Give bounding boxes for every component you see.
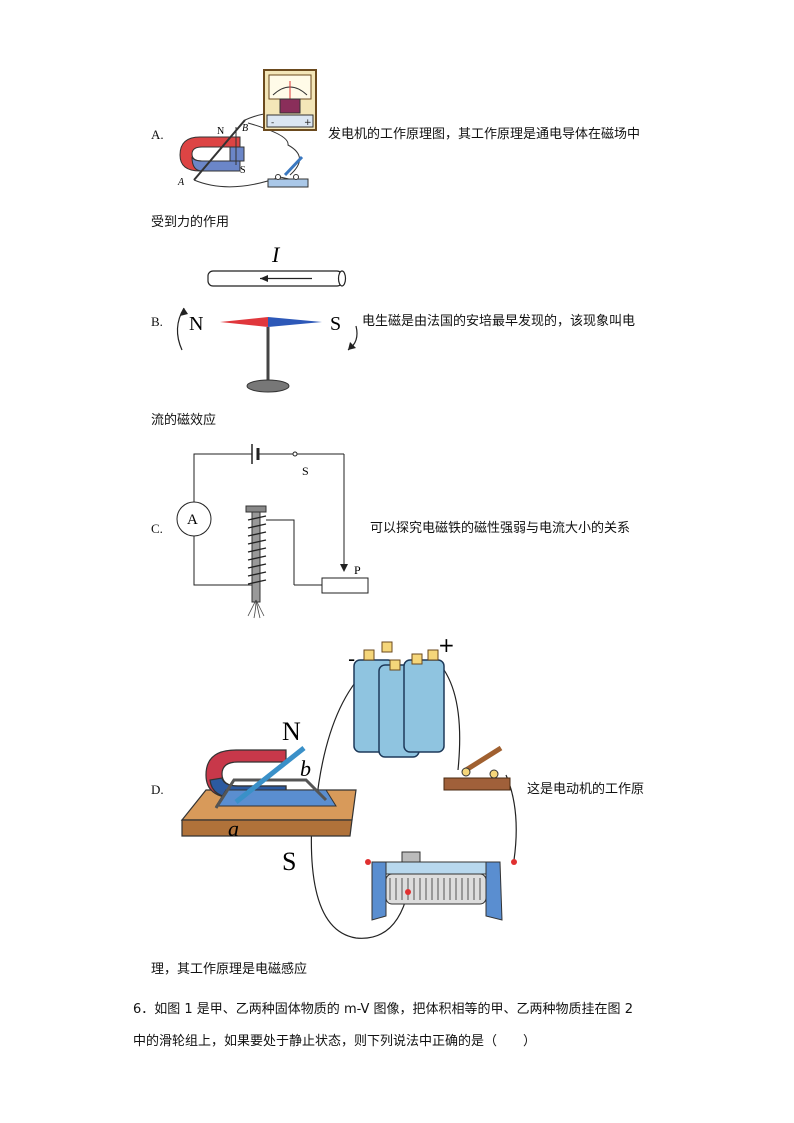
option-d-text-line1: 这是电动机的工作原 bbox=[527, 782, 645, 797]
svg-text:+: + bbox=[304, 118, 312, 128]
label-b-n: N bbox=[189, 313, 203, 335]
label-a-b: B bbox=[242, 123, 248, 134]
option-b-text-line2: 流的磁效应 bbox=[151, 413, 217, 428]
label-d-s: S bbox=[282, 847, 296, 876]
label-b-current: I bbox=[271, 242, 281, 267]
option-a-letter: A. bbox=[151, 127, 164, 142]
option-b-letter: B. bbox=[151, 314, 163, 329]
option-a-text-line1: 发电机的工作原理图，其工作原理是通电导体在磁场中 bbox=[328, 127, 641, 142]
label-d-b: b bbox=[300, 756, 311, 781]
option-b-text-line1: 电生磁是由法国的安培最早发现的，该现象叫电 bbox=[362, 314, 636, 329]
option-d-figure: - + N S b a bbox=[180, 633, 517, 939]
label-c-s: S bbox=[302, 464, 309, 478]
label-b-s: S bbox=[330, 313, 341, 335]
option-a-text-line2: 受到力的作用 bbox=[151, 215, 230, 230]
option-c-figure: S A P bbox=[176, 444, 369, 619]
label-a-a: A bbox=[177, 177, 185, 188]
option-b-figure: I N S bbox=[176, 242, 358, 393]
option-c-letter: C. bbox=[151, 521, 163, 536]
question-6-line2: 中的滑轮组上，如果要处于静止状态，则下列说法中正确的是（ ） bbox=[133, 1034, 537, 1049]
label-a-n: N bbox=[217, 126, 224, 137]
label-c-p: P bbox=[354, 563, 361, 577]
label-d-n: N bbox=[282, 717, 301, 746]
option-d-letter: D. bbox=[151, 782, 164, 797]
option-a-figure: - + N S A B bbox=[177, 69, 317, 188]
question-6-line1: 6．如图 1 是甲、乙两种固体物质的 m-V 图像，把体积相等的甲、乙两种物质挂… bbox=[133, 1002, 633, 1017]
label-c-ammeter: A bbox=[187, 512, 198, 528]
label-d-plus: + bbox=[438, 633, 455, 657]
option-c-text-line1: 可以探究电磁铁的磁性强弱与电流大小的关系 bbox=[370, 521, 631, 536]
label-a-s: S bbox=[240, 165, 246, 176]
label-d-minus: - bbox=[348, 647, 355, 671]
option-d-text-line2: 理，其工作原理是电磁感应 bbox=[151, 962, 308, 977]
svg-text:-: - bbox=[271, 118, 274, 128]
label-d-a: a bbox=[228, 816, 239, 841]
